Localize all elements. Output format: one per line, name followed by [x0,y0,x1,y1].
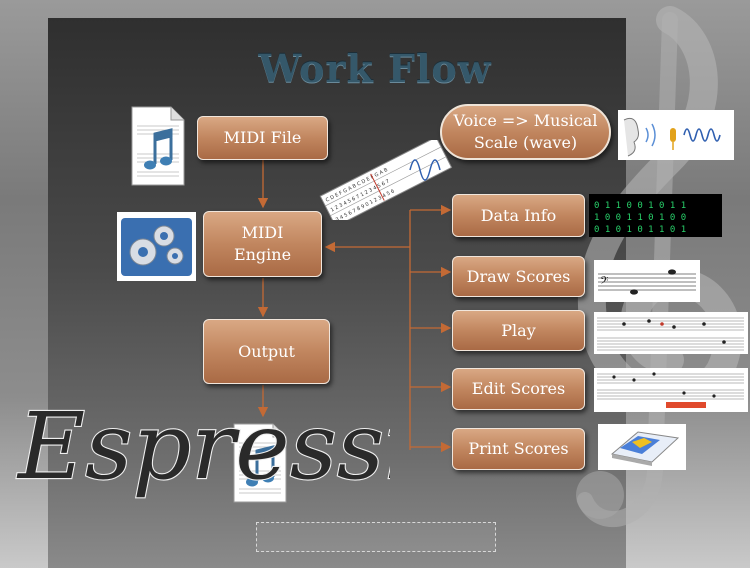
svg-text:0 1 0 1 0 1 1 0 1: 0 1 0 1 0 1 1 0 1 [594,225,686,235]
slide-footer-placeholder [256,522,496,552]
node-draw-scores: Draw Scores [452,256,585,297]
score-editor-icon [594,368,748,412]
binary-data-icon: 0 1 1 0 0 1 0 1 1 1 0 0 1 1 0 1 0 0 0 1 … [589,194,722,237]
gears-icon [117,212,196,281]
node-label: Output [238,341,295,361]
node-label-line2: Engine [233,245,292,264]
node-label: Print Scores [468,439,569,458]
node-edit-scores: Edit Scores [452,368,585,410]
svg-text:Espressivo: Espressivo [16,393,390,500]
node-label: Draw Scores [466,266,571,286]
music-file-icon [131,106,185,186]
sound-wave-icon [618,110,734,160]
node-label: Edit Scores [471,379,566,398]
node-data-info: Data Info [452,194,585,237]
staff-icon: 𝄢 [594,260,700,302]
node-midi-engine: MIDI Engine [203,211,322,277]
node-print-scores: Print Scores [452,428,585,470]
scale-table-icon: C D E F G A B C D E F G A B 1 2 3 4 5 6 … [319,140,453,220]
node-label: Play [501,320,536,340]
node-play: Play [452,310,585,351]
page-title: Work Flow [258,46,492,91]
printer-paper-icon [598,424,686,470]
svg-text:𝄢: 𝄢 [600,275,608,290]
node-midi-file: MIDI File [197,116,328,160]
svg-text:0 1 1 0 0 1 0 1 1: 0 1 1 0 0 1 0 1 1 [594,201,686,211]
node-output: Output [203,319,330,384]
node-voice-scale: Voice => Musical Scale (wave) [440,104,611,160]
node-label-line1: Voice => Musical [453,111,598,130]
node-label: Data Info [480,205,557,225]
brand-logo: Espressivo [15,392,390,501]
node-label-line2: Scale (wave) [473,133,578,152]
node-label: MIDI File [223,128,302,147]
svg-text:1 0 0 1 1 0 1 0 0: 1 0 0 1 1 0 1 0 0 [594,213,686,223]
music-file-icon [233,423,287,503]
node-label-line1: MIDI [241,223,284,242]
sheet-music-icon [594,312,748,354]
